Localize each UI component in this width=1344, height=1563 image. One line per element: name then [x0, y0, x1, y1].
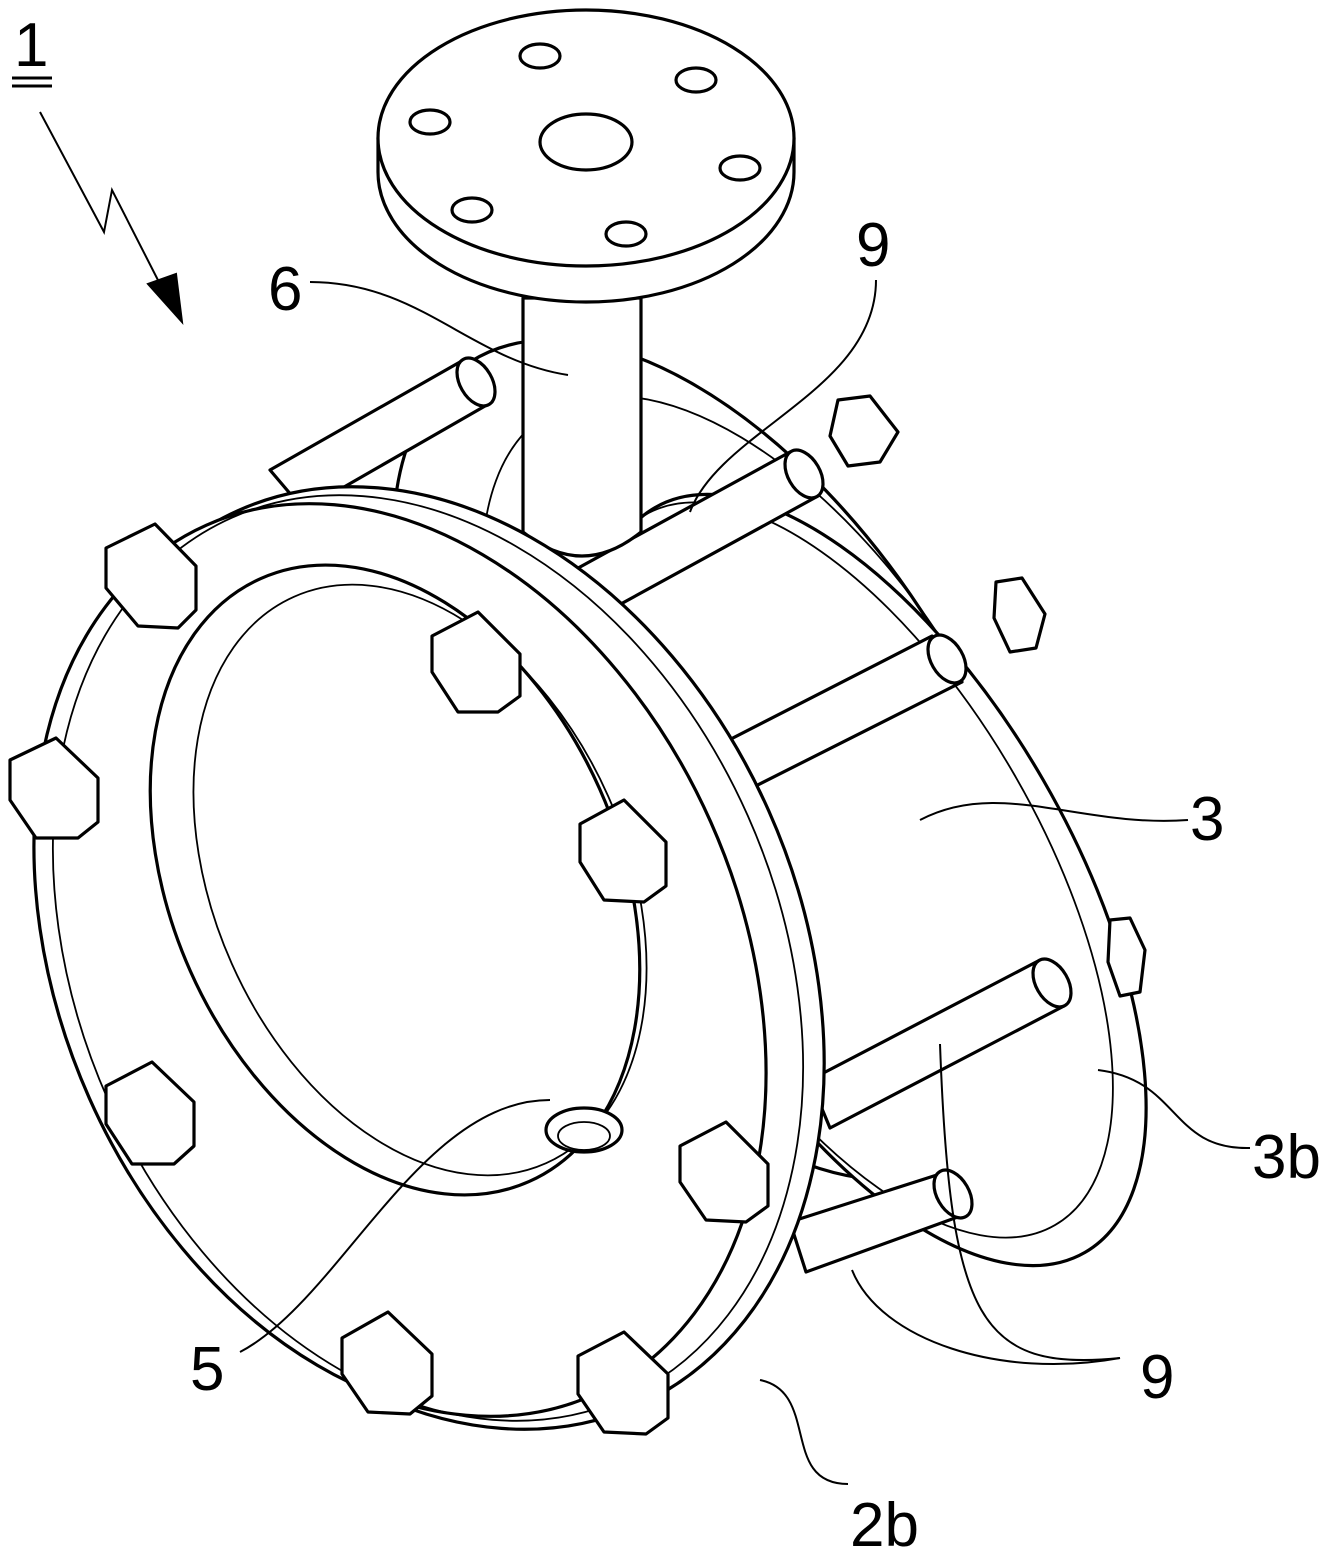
- label-ring: 3: [1190, 785, 1224, 854]
- assembly-arrow: [39, 111, 184, 326]
- valve-stem: [521, 296, 643, 558]
- front-flange: [32, 485, 826, 1431]
- flange-bolt-hole: [408, 108, 452, 136]
- back-bolt: [1106, 916, 1147, 998]
- front-bolt: [104, 1060, 196, 1166]
- flange-bolt-hole: [674, 66, 718, 94]
- back-bolt: [992, 576, 1047, 654]
- label-rods-bottom: 9: [1140, 1343, 1174, 1412]
- leader-line-6: [309, 281, 569, 376]
- stem-bore: [538, 112, 634, 172]
- flange-bolt-hole: [450, 196, 494, 224]
- tie-rod: [268, 356, 497, 512]
- leader-line-9-top: [689, 279, 877, 513]
- label-rod-top: 9: [856, 211, 890, 280]
- leader-line-3: [919, 802, 1189, 822]
- front-bolt: [8, 736, 100, 840]
- label-back-flange: 3b: [1252, 1123, 1321, 1192]
- front-bolt: [678, 1120, 770, 1224]
- front-bolt: [576, 1330, 670, 1436]
- front-bolt: [104, 522, 198, 630]
- label-front-flange: 2b: [850, 1491, 919, 1558]
- leader-lines: [239, 279, 1251, 1485]
- pin-hole: [544, 1106, 624, 1154]
- front-bolt: [340, 1310, 434, 1416]
- flange-bolt-hole: [518, 42, 562, 70]
- leader-line-2b: [759, 1379, 849, 1485]
- flange-bolt-hole: [718, 154, 762, 182]
- leader-line-3b: [1097, 1069, 1251, 1150]
- leader-line-9-bottom-b: [851, 1269, 1121, 1365]
- label-hole: 5: [190, 1335, 224, 1404]
- front-bolt: [430, 610, 522, 714]
- leader-line-9-bottom-a: [939, 1043, 1121, 1362]
- back-bolt: [828, 394, 900, 468]
- label-stem: 6: [268, 255, 302, 324]
- flange-bolt-hole: [604, 220, 648, 248]
- front-bolt: [578, 798, 668, 904]
- tie-rod: [788, 1168, 974, 1274]
- top-mounting-flange: [376, 8, 796, 304]
- label-assembly: 1: [14, 11, 48, 80]
- leader-line-5: [239, 1099, 551, 1353]
